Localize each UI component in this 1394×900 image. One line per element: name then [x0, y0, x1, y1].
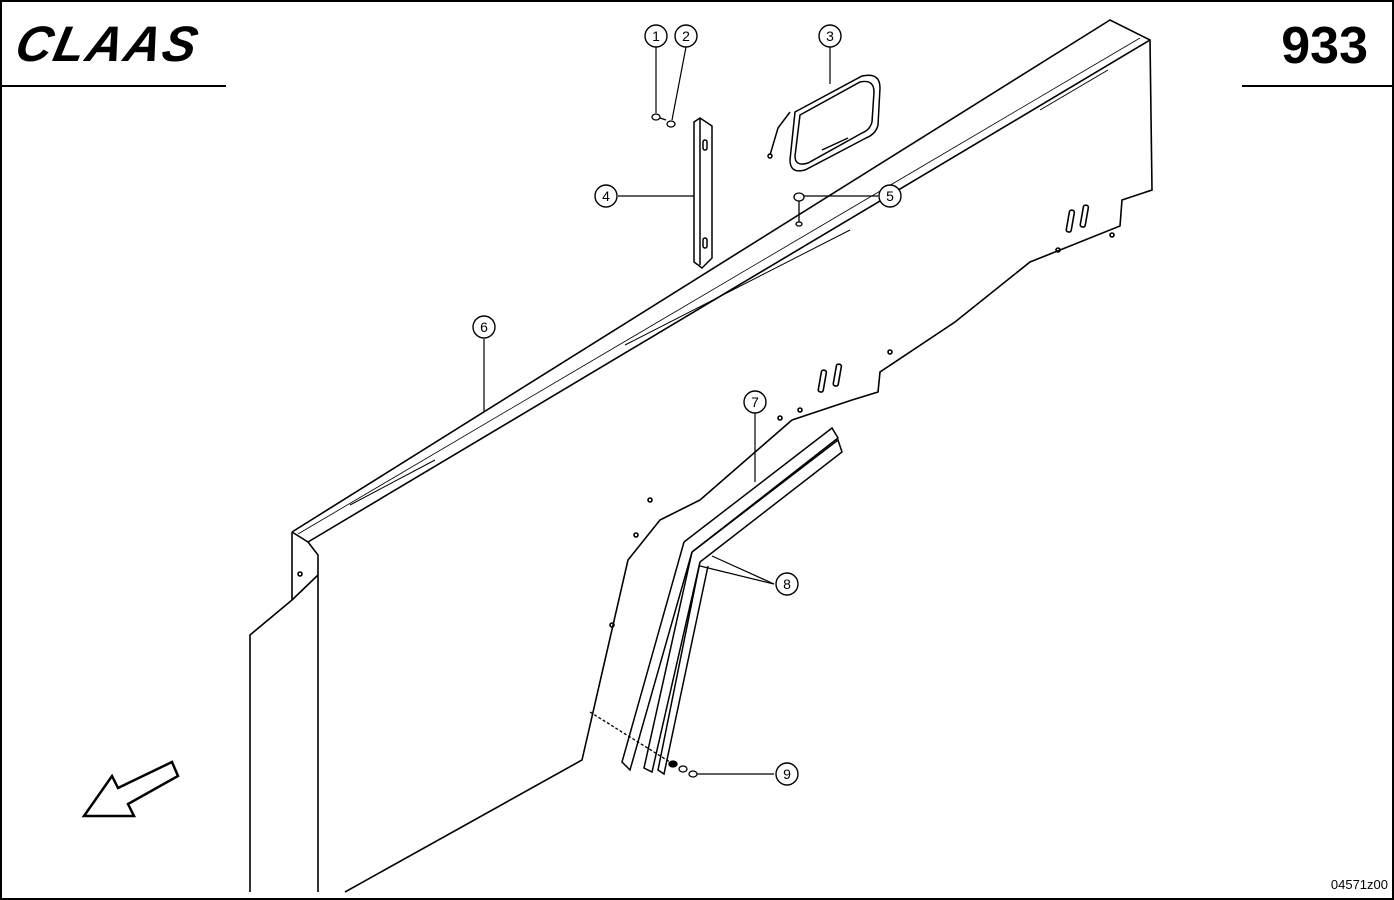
- callout-label: 9: [783, 766, 791, 782]
- window-part-3: [767, 74, 881, 172]
- callout-3: 3: [818, 24, 842, 48]
- knob-part-5: [793, 192, 805, 227]
- callout-4: 4: [594, 184, 618, 208]
- callout-label: 8: [783, 576, 791, 592]
- bolt-part-1: [651, 113, 667, 121]
- leader-lines: [483, 46, 878, 775]
- callout-label: 1: [652, 28, 660, 44]
- callout-label: 7: [751, 394, 759, 410]
- page-number: 933: [1281, 17, 1368, 75]
- callout-9: 9: [775, 762, 799, 786]
- callout-label: 2: [682, 28, 690, 44]
- arrow-down-left-icon: [81, 760, 180, 818]
- callout-2: 2: [674, 24, 698, 48]
- fastener-part-9: [589, 711, 698, 778]
- panel-part-6: [249, 19, 1153, 893]
- washer-part-2: [666, 120, 676, 128]
- callout-label: 3: [826, 28, 834, 44]
- callout-label: 5: [886, 188, 894, 204]
- seal-part-8: [621, 541, 709, 776]
- callout-label: 6: [480, 319, 488, 335]
- callout-1: 1: [644, 24, 668, 48]
- drawing-id: 04571z00: [1330, 877, 1388, 892]
- callout-7: 7: [743, 390, 767, 414]
- callout-6: 6: [472, 315, 496, 339]
- callout-5: 5: [878, 184, 902, 208]
- strip-part-4: [693, 117, 713, 269]
- brand-logo: CLAAS: [10, 16, 205, 72]
- seal-part-7: [683, 426, 843, 563]
- callout-8: 8: [775, 572, 799, 596]
- callout-label: 4: [602, 188, 610, 204]
